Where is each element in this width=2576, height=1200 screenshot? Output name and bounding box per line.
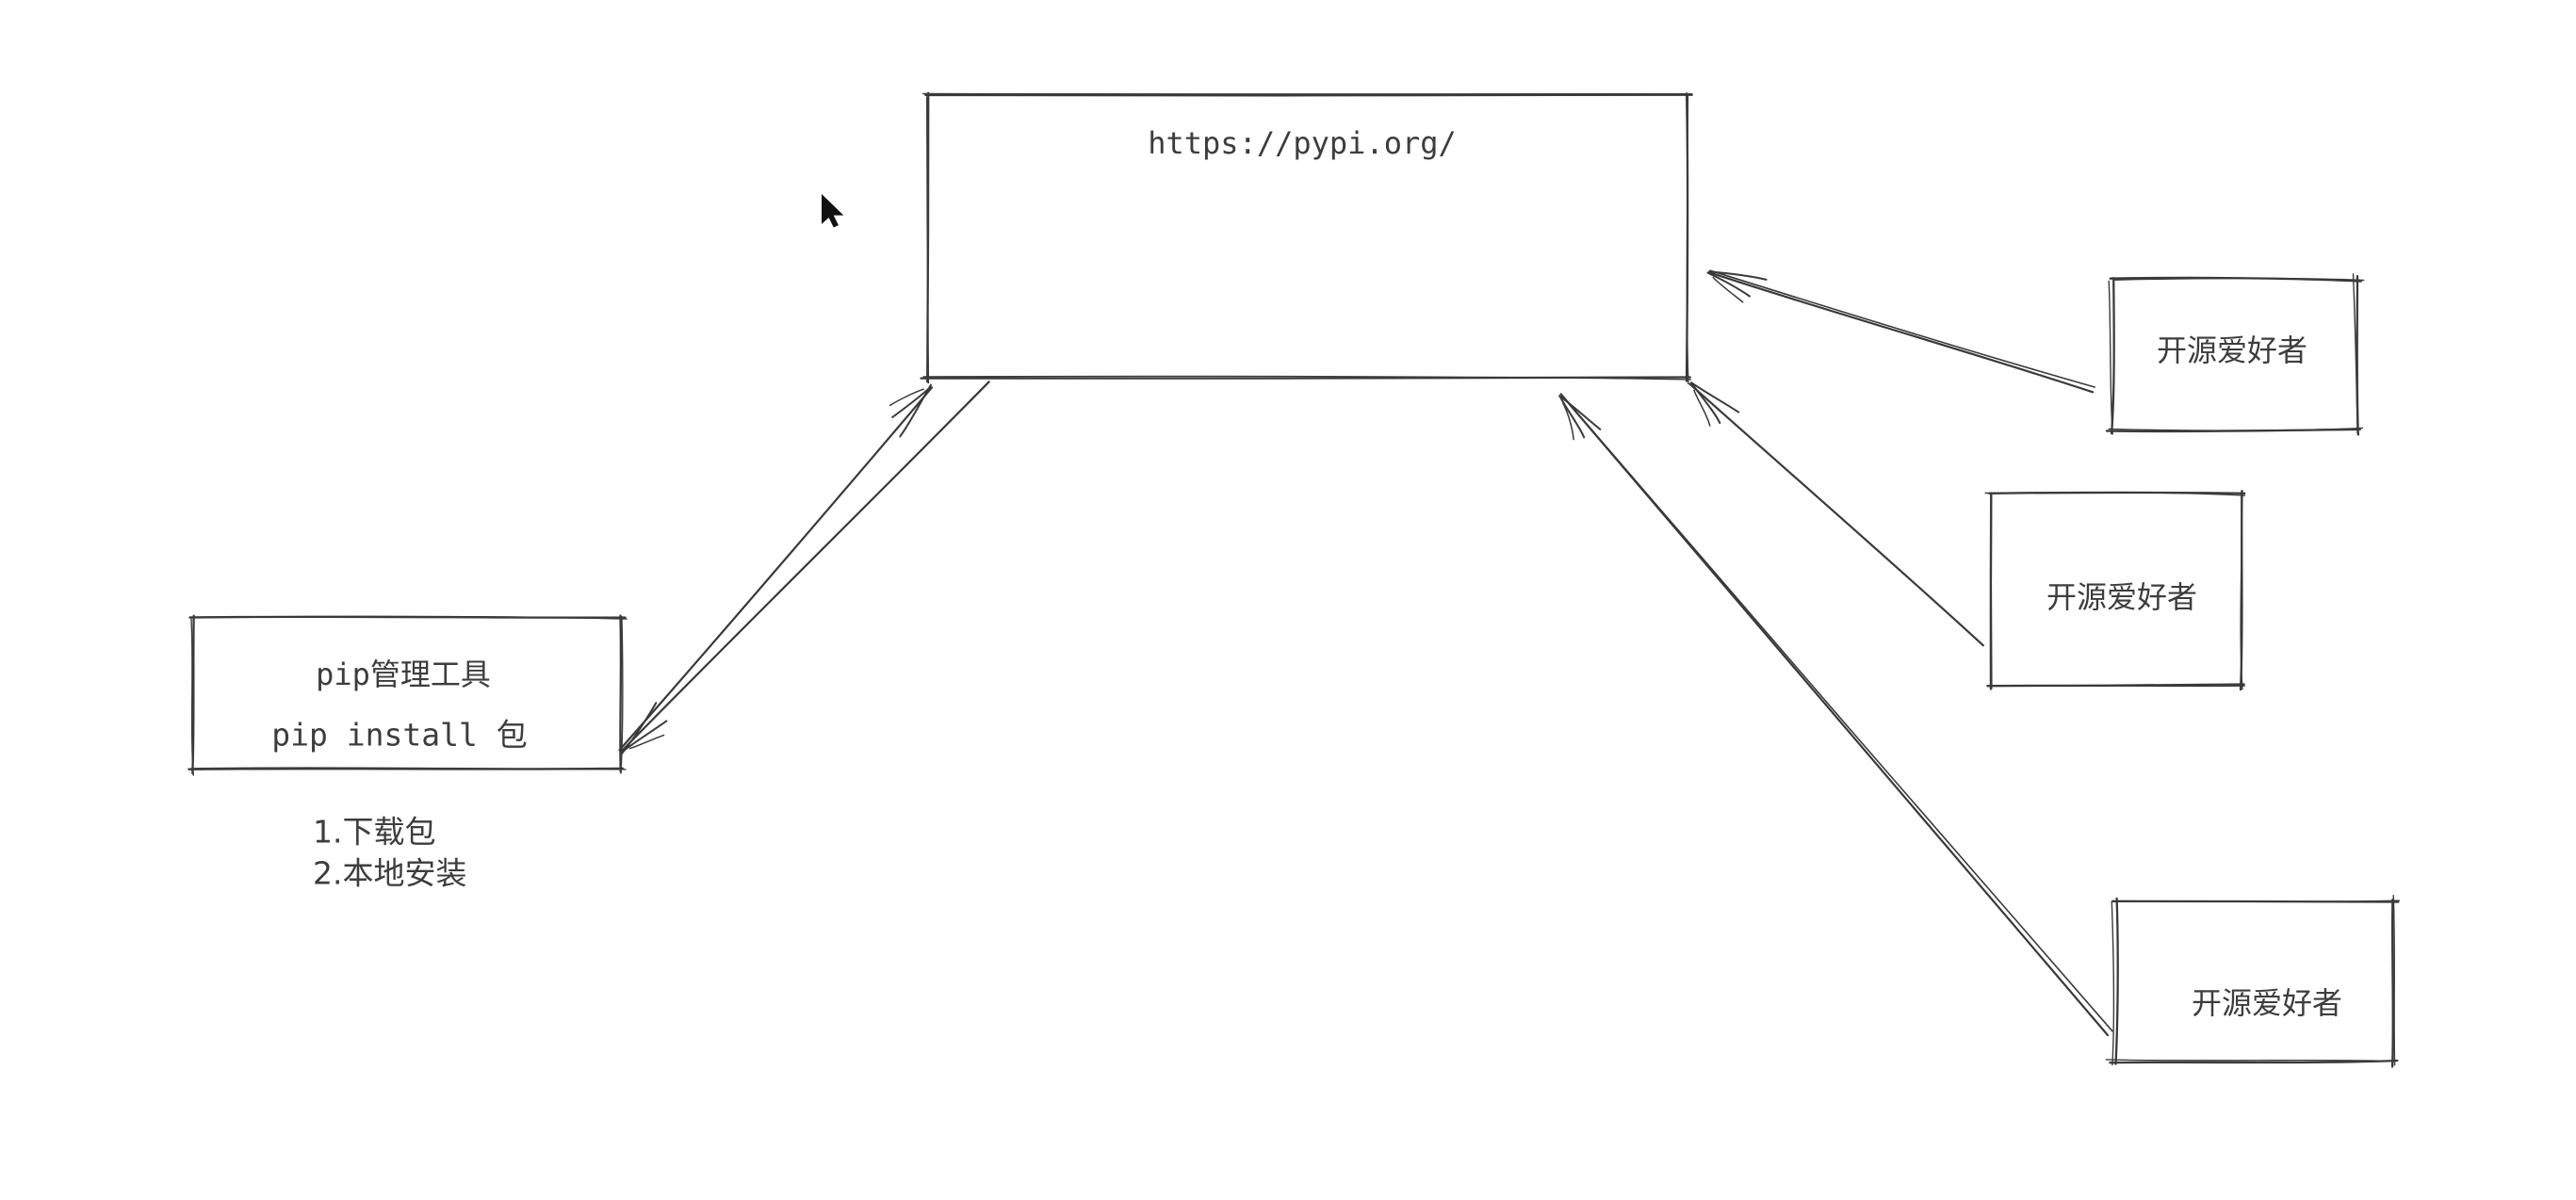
- node-border: [2352, 273, 2358, 434]
- node-label-pip-tool: pip管理工具: [316, 657, 491, 692]
- node-border: [920, 376, 1691, 381]
- arrow-shaft: [1559, 393, 2110, 1037]
- node-oss-fan-2[interactable]: 开源爱好者: [1984, 489, 2246, 691]
- arrow-fan2-to-pypi[interactable]: [1688, 381, 1984, 647]
- arrow-head: [1558, 395, 1586, 439]
- arrow-head: [1706, 271, 1751, 298]
- node-border: [2108, 280, 2113, 435]
- arrow-head-stray: [1693, 389, 1711, 427]
- node-border: [619, 614, 623, 773]
- arrow-pip-upload-to-pypi[interactable]: [618, 383, 934, 752]
- node-pip-tool[interactable]: pip管理工具 pip install 包: [187, 614, 628, 776]
- arrow-head: [1690, 381, 1740, 414]
- note-line: 2.本地安装: [313, 855, 467, 892]
- arrow-shaft: [618, 386, 934, 752]
- arrow-shaft: [1560, 394, 2113, 1032]
- arrow-head: [1708, 270, 1768, 281]
- node-border: [2112, 277, 2365, 282]
- node-border: [190, 767, 627, 770]
- node-border: [1990, 493, 1993, 689]
- node-oss-fan-3[interactable]: 开源爱好者: [2105, 894, 2400, 1068]
- node-label-pip-tool: pip install 包: [271, 717, 527, 754]
- node-label-oss-fan-1: 开源爱好者: [2157, 332, 2307, 368]
- arrow-head: [891, 385, 932, 418]
- node-border: [922, 375, 1692, 381]
- arrow-shaft: [1688, 382, 1984, 647]
- node-border: [2392, 894, 2396, 1066]
- note-line: 1.下载包: [313, 814, 436, 851]
- arrow-head: [1558, 395, 1602, 430]
- node-pypi-site[interactable]: https://pypi.org/: [920, 91, 1693, 385]
- arrow-head-stray: [1562, 402, 1574, 441]
- arrow-pypi-download-to-pip[interactable]: [619, 381, 990, 755]
- node-label-oss-fan-2: 开源爱好者: [2046, 579, 2197, 615]
- node-border: [190, 617, 194, 776]
- arrow-shaft: [619, 381, 990, 754]
- arrow-shaft: [1707, 271, 2095, 394]
- node-border: [1986, 684, 2245, 688]
- note-install-steps[interactable]: 1.下载包 2.本地安装: [313, 814, 467, 892]
- arrow-head: [619, 720, 668, 754]
- node-label-pypi-site: https://pypi.org/: [1148, 125, 1457, 161]
- arrow-head-stray: [1712, 276, 1744, 303]
- node-border: [2114, 897, 2119, 1065]
- node-border: [193, 615, 628, 620]
- node-border: [2105, 1059, 2395, 1062]
- arrow-head-stray: [628, 734, 665, 750]
- node-border: [924, 93, 1693, 97]
- cursor-pointer-icon: [820, 192, 845, 229]
- node-border: [2108, 427, 2364, 431]
- node-border: [2111, 900, 2400, 902]
- arrow-head-stray: [889, 388, 924, 407]
- node-border: [925, 96, 930, 384]
- node-border: [2390, 898, 2394, 1068]
- node-border: [2111, 900, 2115, 1066]
- mouse-cursor: [820, 192, 845, 229]
- node-oss-fan-1[interactable]: 开源爱好者: [2105, 273, 2365, 436]
- arrow-head: [1690, 381, 1721, 425]
- node-border: [620, 615, 624, 774]
- node-border: [922, 92, 1693, 95]
- node-border: [2240, 492, 2243, 690]
- node-border: [1984, 492, 2246, 496]
- node-border: [2109, 1059, 2399, 1064]
- node-border: [2110, 277, 2115, 435]
- arrow-fan1-to-pypi[interactable]: [1706, 269, 2095, 394]
- arrow-fan3-to-pypi[interactable]: [1558, 393, 2113, 1037]
- arrow-shaft: [1709, 269, 2095, 388]
- node-label-oss-fan-3: 开源爱好者: [2192, 985, 2342, 1021]
